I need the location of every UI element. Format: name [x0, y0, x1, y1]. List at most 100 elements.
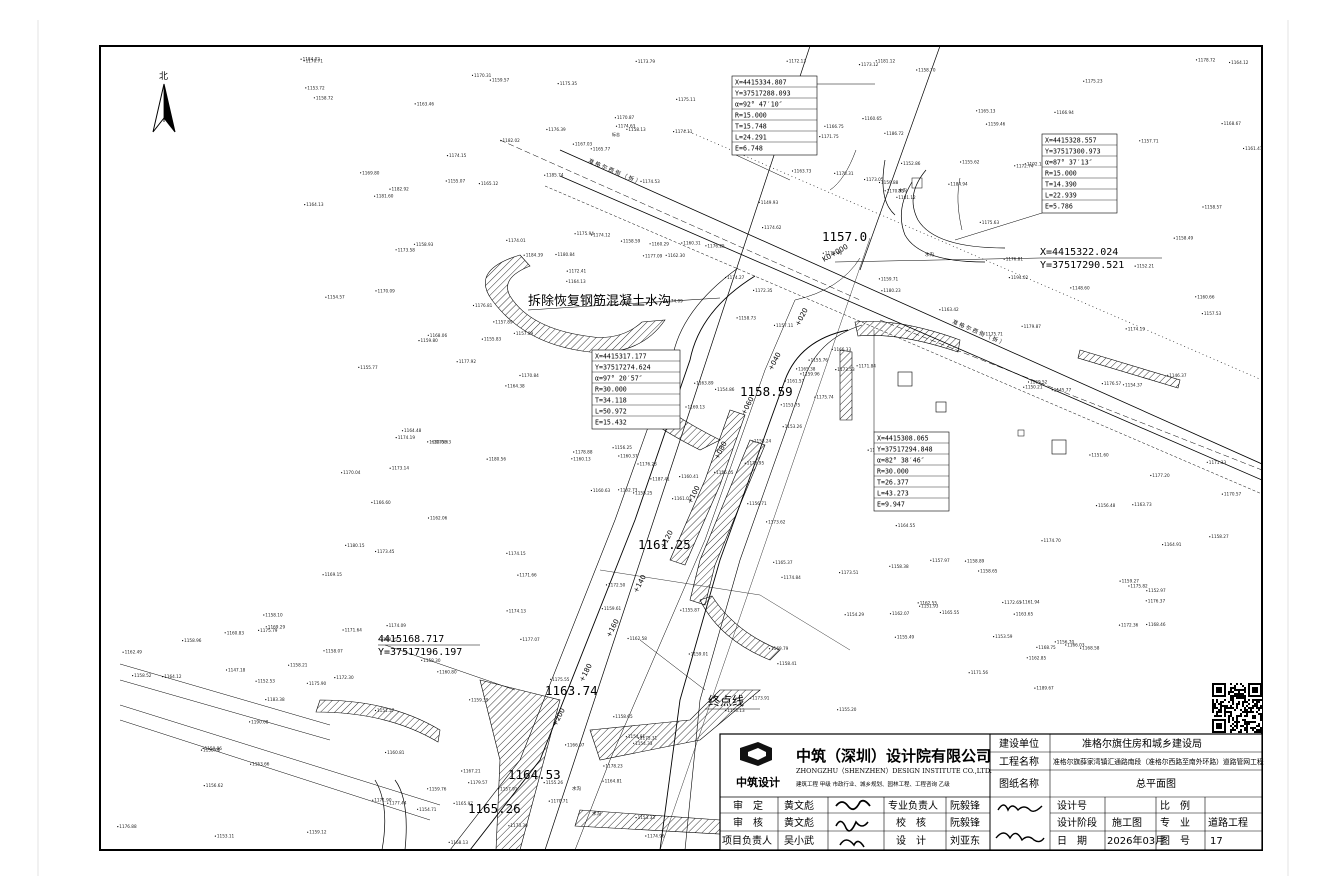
- curve-param: α=87° 37′13″: [1045, 159, 1093, 167]
- street-label: 准 格 尔 西 街 （ 拆 ）: [587, 156, 642, 185]
- road-sign-label: 标志: [612, 131, 620, 137]
- curve-param: E=5.786: [1045, 203, 1073, 211]
- spot-elevation: 1155.49: [897, 635, 915, 640]
- label-figure-no: 图 号: [1160, 835, 1190, 847]
- spot-elevation: 1159.39: [471, 697, 489, 702]
- label-stage: 设计阶段: [1057, 816, 1097, 829]
- label-date: 日 期: [1057, 835, 1087, 847]
- value-drawing: 总平面图: [1136, 777, 1176, 790]
- spot-elevation: 1174.27: [727, 275, 745, 280]
- spot-elevation: 1154.57: [327, 295, 345, 300]
- spot-elevation: 1154.33: [635, 741, 653, 746]
- spot-elevation: 1155.07: [448, 179, 466, 184]
- spot-elevation: 1170.87: [617, 115, 635, 120]
- label-approve: 审 定: [733, 799, 763, 812]
- curve-param: L=24.291: [735, 134, 767, 142]
- spot-elevation: 1158.96: [184, 638, 202, 643]
- spot-elevation: 1179.57: [470, 780, 488, 785]
- spot-elevation: 1164.91: [1164, 542, 1182, 547]
- spot-elevation: 1158.52: [134, 673, 152, 678]
- spot-elevation: 1178.72: [1198, 57, 1216, 62]
- spot-elevation: 1158.65: [980, 569, 998, 574]
- spot-elevation: 1158.73: [739, 315, 757, 320]
- spot-elevation: 1177.09: [645, 253, 663, 258]
- spot-elevation: 1164.48: [404, 428, 422, 433]
- curve-param: R=30.000: [595, 386, 627, 394]
- value-major-lead: 阮毅锋: [950, 799, 980, 812]
- spot-elevation: 1175.35: [560, 81, 578, 86]
- spot-elevation: 1172.13: [789, 59, 807, 64]
- spot-elevation: 1180.84: [558, 252, 576, 257]
- signature-marks: [995, 804, 1045, 843]
- label-check: 校 核: [896, 816, 926, 829]
- spot-elevation: 1170.95: [887, 188, 905, 193]
- spot-elevation: 1177.44: [389, 801, 407, 806]
- spot-elevation: 1169.13: [688, 405, 706, 410]
- spot-elevation: 1162.85: [1029, 655, 1047, 660]
- spot-elevation: 1174.12: [593, 233, 611, 238]
- spot-elevation: 1173.30: [510, 823, 528, 828]
- spot-elevation: 1175.94: [577, 231, 595, 236]
- label-major: 专 业: [1160, 816, 1190, 829]
- spot-elevation: 1168.13: [451, 840, 469, 845]
- spot-elevation: 1157.97: [932, 558, 950, 563]
- spot-elevation: 1159.76: [429, 786, 447, 791]
- spot-elevation: 1176.88: [119, 824, 137, 829]
- spot-elevation: 1181.12: [898, 195, 916, 200]
- spot-elevation: 1158.93: [416, 242, 434, 247]
- spot-elevation: 1159.27: [1122, 579, 1140, 584]
- spot-elevation: 1163.89: [696, 381, 714, 386]
- spot-elevation: 1171.33: [1209, 460, 1227, 465]
- spot-elevation: 1168.06: [430, 333, 448, 338]
- spot-elevation: 1153.33: [638, 815, 656, 820]
- spot-elevation: 1180.15: [347, 543, 365, 548]
- spot-elevation: 1155.20: [839, 707, 857, 712]
- label-review: 审 核: [733, 816, 763, 829]
- spot-elevation: 1162.58: [630, 636, 648, 641]
- spot-elevation: 1181.12: [878, 58, 896, 63]
- spot-elevation: 1178.88: [575, 450, 593, 455]
- station-label: +140: [632, 574, 648, 595]
- curve-param: R=15.000: [1045, 170, 1077, 178]
- qr-code: [1212, 683, 1262, 733]
- spot-elevation: 1178.23: [605, 764, 623, 769]
- spot-elevation: 1171.66: [519, 573, 537, 578]
- spot-elevation: 1162.49: [125, 650, 143, 655]
- spot-elevation: 1173.51: [841, 570, 859, 575]
- spot-elevation: 1170.04: [343, 470, 361, 475]
- spot-elevation: 1174.15: [508, 551, 526, 556]
- spot-elevation: 1173.91: [752, 696, 770, 701]
- spot-elevation: 1187.41: [652, 476, 670, 481]
- curve-param: α=82° 38′46″: [877, 457, 925, 465]
- spot-elevation: 1154.81: [628, 734, 646, 739]
- spot-elevation: 1175.11: [678, 97, 696, 102]
- spot-elevation: 1165.55: [942, 610, 960, 615]
- spot-elevation: 1159.12: [309, 830, 327, 835]
- north-label: 北: [159, 71, 168, 82]
- spot-elevation: 1155.76: [811, 358, 829, 363]
- spot-elevation: 1158.00: [203, 748, 221, 753]
- spot-elevation: 1165.77: [593, 146, 611, 151]
- spot-elevation: 1152.97: [1148, 588, 1166, 593]
- north-arrow: 北: [152, 71, 176, 133]
- spot-elevation: 1168.67: [1224, 121, 1242, 126]
- spot-elevation: 1167.03: [575, 142, 593, 147]
- spot-elevation: 1152.86: [903, 161, 921, 166]
- spot-elevation: 1171.75: [821, 134, 839, 139]
- spot-elevation: 1170.71: [551, 799, 569, 804]
- spot-elevation: 1156.25: [615, 445, 633, 450]
- spot-elevation: 1176.95: [747, 461, 765, 466]
- value-review: 黄文彪: [784, 816, 814, 829]
- spot-elevation: 1158.65: [615, 714, 633, 719]
- spot-elevation: 1173.62: [768, 519, 786, 524]
- spot-elevation: 1156.71: [749, 501, 767, 506]
- spot-elevation: 1190.08: [251, 719, 269, 724]
- spot-elevation: 1161.57: [787, 379, 805, 384]
- coord-x: 4415168.717: [378, 634, 444, 645]
- spot-elevation: 1153.75: [783, 402, 801, 407]
- spot-elevation: 1174.11: [675, 129, 693, 134]
- value-major: 道路工程: [1208, 816, 1248, 829]
- spot-elevation: 1157.89: [495, 319, 513, 324]
- spot-elevation: 1175.82: [1130, 584, 1148, 589]
- spot-elevation: 1155.83: [484, 337, 502, 342]
